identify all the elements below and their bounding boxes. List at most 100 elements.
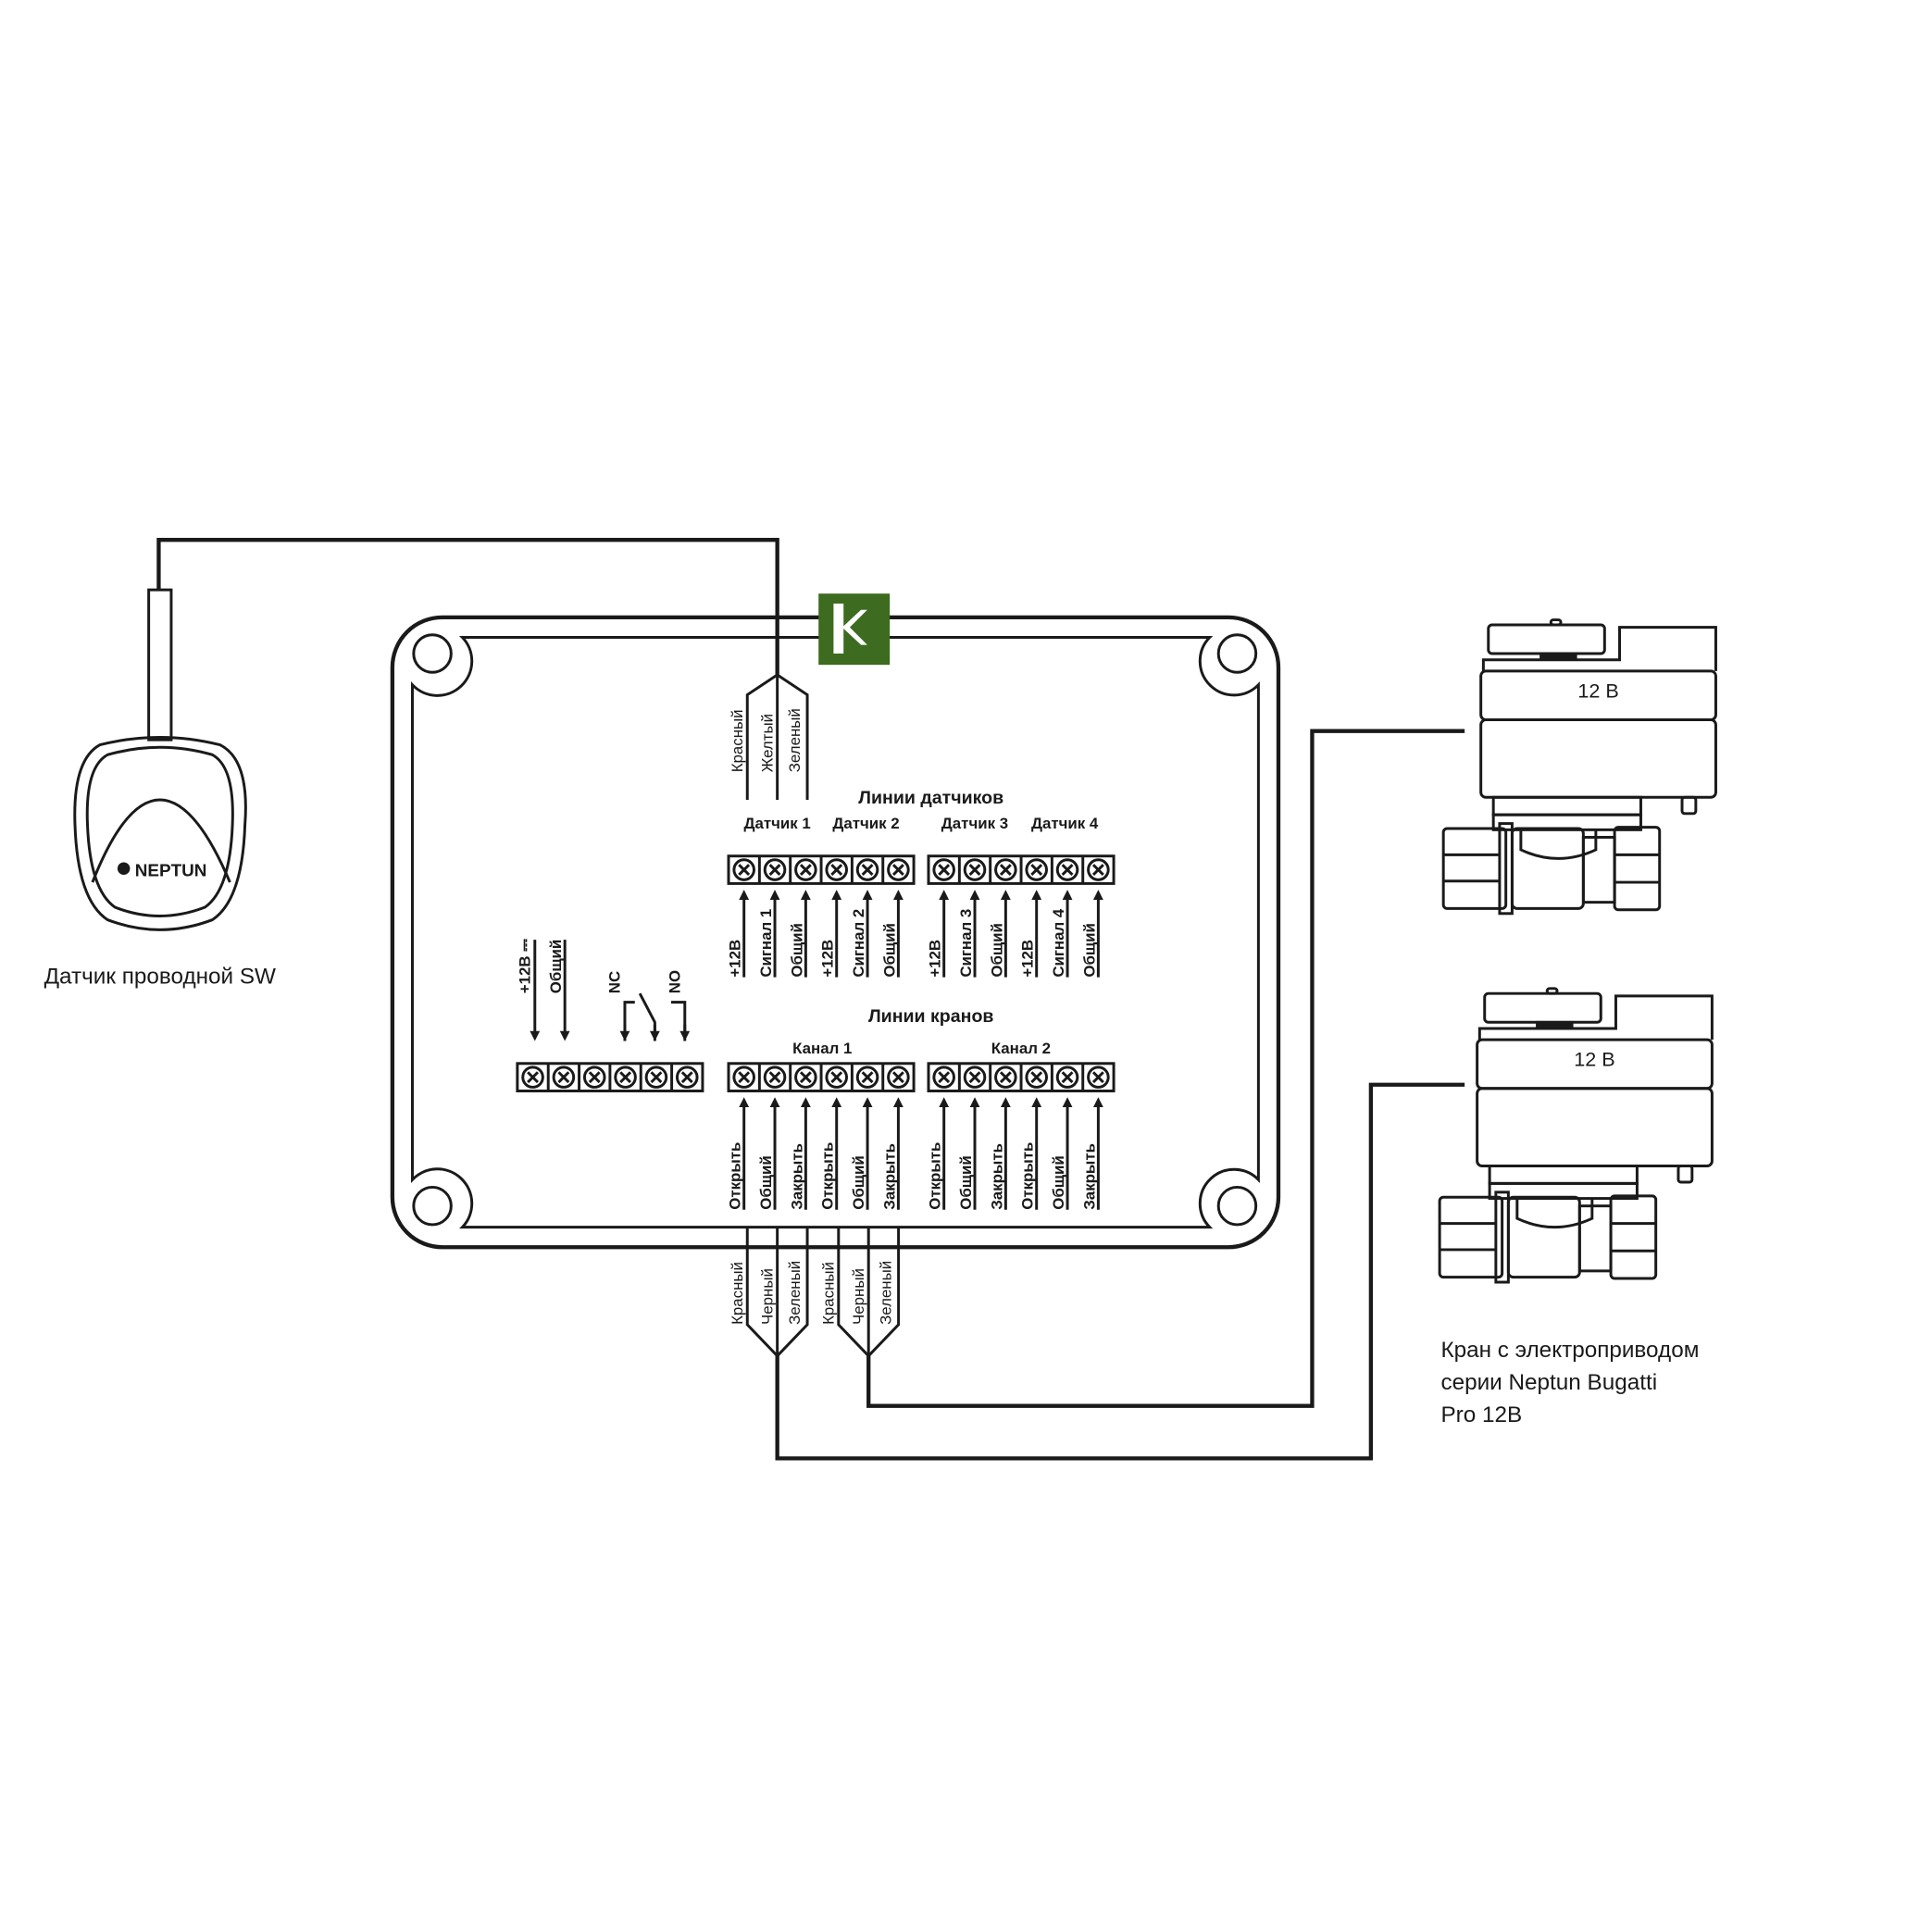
terminal-screw-icon[interactable] <box>994 1066 1017 1089</box>
sensor-terminal-label: Общий <box>1080 923 1098 977</box>
sensor-terminal-label: +12В <box>727 940 744 978</box>
valve-caption-line-2: серии Neptun Bugatti <box>1440 1370 1657 1395</box>
terminal-screw-icon[interactable] <box>1087 858 1110 881</box>
sensor-terminal-block-2 <box>927 854 1116 885</box>
arrow-up-icon <box>1031 890 1042 900</box>
arrow-up-icon <box>800 1097 811 1108</box>
terminal-screw-icon[interactable] <box>763 858 787 881</box>
arrow-up-icon <box>769 890 780 900</box>
arrow-up-icon <box>893 890 904 900</box>
channel-label: Канал 2 <box>991 1040 1051 1057</box>
terminal-screw-icon[interactable] <box>732 1066 755 1089</box>
valve-wire-label: Черный <box>758 1268 776 1325</box>
valve-terminal-label: Открыть <box>727 1142 744 1210</box>
terminal-screw-icon[interactable] <box>582 1066 606 1089</box>
sensor-terminal-label: Общий <box>880 923 898 977</box>
valve-terminal-label: Закрыть <box>788 1143 805 1210</box>
arrow-up-icon <box>969 890 980 900</box>
terminal-screw-icon[interactable] <box>763 1066 787 1089</box>
terminal-screw-icon[interactable] <box>932 1066 955 1089</box>
terminal-screw-icon[interactable] <box>994 858 1017 881</box>
arrow-up-icon <box>1000 1097 1011 1108</box>
arrow-up-icon <box>1062 890 1073 900</box>
terminal-screw-icon[interactable] <box>644 1066 668 1089</box>
nc-label: NC <box>606 971 624 993</box>
motorized-valve: 12 В <box>1438 987 1714 1284</box>
channel-label: Канал 1 <box>792 1040 852 1057</box>
valve-wire-label: Черный <box>850 1268 867 1325</box>
terminal-screw-icon[interactable] <box>794 1066 817 1089</box>
common-label: Общий <box>547 940 565 993</box>
arrow-up-icon <box>939 890 950 900</box>
terminal-screw-icon[interactable] <box>1055 858 1079 881</box>
arrow-up-icon <box>1092 890 1103 900</box>
valve-wire-label: Зеленый <box>786 1261 804 1325</box>
valve-terminal-block-1 <box>727 1062 916 1092</box>
sensor-cable <box>156 538 779 675</box>
valve-terminal-label: Открыть <box>927 1142 944 1210</box>
sensor-terminal-label: Сигнал 3 <box>957 909 975 978</box>
sensor-group-label: Датчик 4 <box>1031 815 1099 832</box>
valve-wire-label: Зеленый <box>878 1261 895 1325</box>
sensor-wire-label: Красный <box>729 709 746 772</box>
terminal-screw-icon[interactable] <box>552 1066 576 1089</box>
terminal-screw-icon[interactable] <box>794 858 817 881</box>
arrow-down-icon <box>679 1030 691 1041</box>
valve-terminal-label: Общий <box>1050 1155 1067 1209</box>
sensor-wire-label: Зеленый <box>786 708 804 772</box>
arrow-up-icon <box>739 1097 750 1108</box>
arrow-up-icon <box>939 1097 950 1108</box>
arrow-up-icon <box>1000 890 1011 900</box>
neptun-logo-icon <box>117 862 131 875</box>
arrow-down-icon <box>559 1030 570 1041</box>
sensor-terminal-block-1 <box>727 854 916 885</box>
arrow-up-icon <box>862 890 873 900</box>
terminal-screw-icon[interactable] <box>887 1066 910 1089</box>
terminal-screw-icon[interactable] <box>855 858 879 881</box>
terminal-screw-icon[interactable] <box>825 1066 848 1089</box>
sensor-terminal-label: +12В <box>927 940 944 978</box>
valve-wire-label: Красный <box>819 1262 837 1325</box>
sensor-group-label: Датчик 3 <box>941 815 1008 832</box>
terminal-screw-icon[interactable] <box>855 1066 879 1089</box>
sensor-group-label: Датчик 1 <box>744 815 811 832</box>
valve-cable-2 <box>775 1082 1465 1461</box>
terminal-screw-icon[interactable] <box>521 1066 544 1089</box>
valve-terminal-label: Общий <box>957 1155 975 1209</box>
arrow-down-icon <box>649 1030 660 1041</box>
valve-terminal-label: Закрыть <box>1080 1143 1098 1210</box>
valve-voltage-label: 12 В <box>1577 679 1618 702</box>
valve-terminal-label: Закрыть <box>880 1143 898 1210</box>
sensor-caption: Датчик проводной SW <box>44 964 276 989</box>
valve-terminal-label: Общий <box>757 1155 775 1209</box>
terminal-screw-icon[interactable] <box>1025 858 1048 881</box>
arrow-up-icon <box>1062 1097 1073 1108</box>
motorized-valve: 12 В <box>1441 618 1717 916</box>
sensor-group-label: Датчик 2 <box>832 815 899 832</box>
terminal-screw-icon[interactable] <box>614 1066 637 1089</box>
sensor-lines-title: Линии датчиков <box>858 788 1003 808</box>
terminal-screw-icon[interactable] <box>932 858 955 881</box>
arrow-up-icon <box>769 1097 780 1108</box>
arrow-down-icon <box>530 1030 541 1041</box>
terminal-screw-icon[interactable] <box>675 1066 699 1089</box>
arrow-up-icon <box>739 890 750 900</box>
terminal-screw-icon[interactable] <box>1025 1066 1048 1089</box>
wired-sensor: NEPTUN <box>73 588 247 931</box>
arrow-up-icon <box>969 1097 980 1108</box>
terminal-screw-icon[interactable] <box>825 858 848 881</box>
terminal-screw-icon[interactable] <box>1087 1066 1110 1089</box>
terminal-screw-icon[interactable] <box>732 858 755 881</box>
valve-terminal-label: Открыть <box>819 1142 837 1210</box>
valve-terminal-block-2 <box>927 1062 1116 1092</box>
terminal-screw-icon[interactable] <box>1055 1066 1079 1089</box>
terminal-screw-icon[interactable] <box>963 858 987 881</box>
valve-caption-line-3: Pro 12В <box>1440 1402 1522 1427</box>
arrow-up-icon <box>831 1097 842 1108</box>
arrow-up-icon <box>862 1097 873 1108</box>
terminal-screw-icon[interactable] <box>963 1066 987 1089</box>
valve-cable-1 <box>866 729 1465 1408</box>
valve-caption-line-1: Кран с электроприводом <box>1440 1338 1699 1363</box>
arrow-down-icon <box>619 1030 630 1041</box>
terminal-screw-icon[interactable] <box>887 858 910 881</box>
